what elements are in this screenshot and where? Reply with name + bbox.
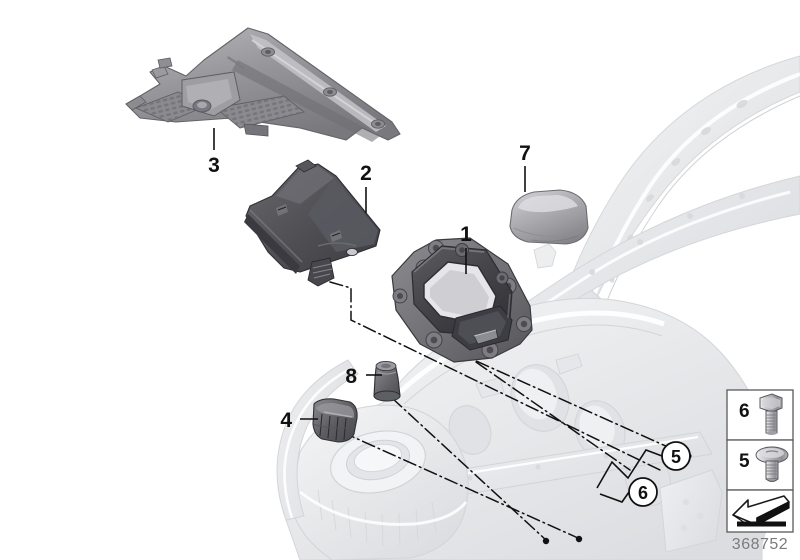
leader-lines-assembly	[329, 281, 692, 545]
diagram-id-number: 368752	[732, 536, 788, 553]
callout-7[interactable]: 7	[519, 142, 531, 192]
callout-3[interactable]: 3	[208, 128, 220, 177]
callout-2[interactable]: 2	[360, 162, 372, 213]
fastener-bubbles: 5 6	[628, 441, 691, 507]
part-2-pillar-trim[interactable]	[244, 159, 381, 287]
legend-5-label: 5	[739, 451, 750, 472]
legend-6-label: 6	[739, 401, 750, 422]
legend-cell-5[interactable]	[726, 439, 794, 491]
fastener-leader-zigzag	[596, 449, 663, 503]
callout-labels: 3 2 1 7 8	[208, 128, 531, 432]
direction-arrow-icon	[732, 495, 790, 527]
bubble-6-label: 6	[638, 483, 648, 503]
part-7-cover-cap[interactable]	[509, 189, 589, 245]
bubble-5[interactable]: 5	[661, 441, 691, 471]
callout-3-label: 3	[208, 154, 220, 177]
legend-panel: 6 5	[726, 389, 794, 553]
callout-1-label: 1	[460, 223, 472, 246]
callout-7-label: 7	[519, 142, 531, 165]
part-1-mounting-bracket[interactable]	[391, 237, 533, 363]
pan-head-screw-icon	[755, 446, 789, 482]
bubble-5-label: 5	[671, 447, 681, 467]
part-3-cowl-cover[interactable]	[125, 27, 401, 142]
bubble-6[interactable]: 6	[628, 477, 658, 507]
callout-8-label: 8	[345, 365, 357, 388]
hex-bolt-icon	[759, 393, 783, 435]
part-8-plug[interactable]	[373, 360, 401, 402]
callout-1[interactable]: 1	[460, 223, 472, 274]
callout-8[interactable]: 8	[345, 365, 382, 388]
part-4-grommet[interactable]	[312, 398, 358, 443]
callout-4-label: 4	[280, 409, 292, 432]
callout-2-label: 2	[360, 162, 372, 185]
callout-4[interactable]: 4	[280, 409, 318, 432]
